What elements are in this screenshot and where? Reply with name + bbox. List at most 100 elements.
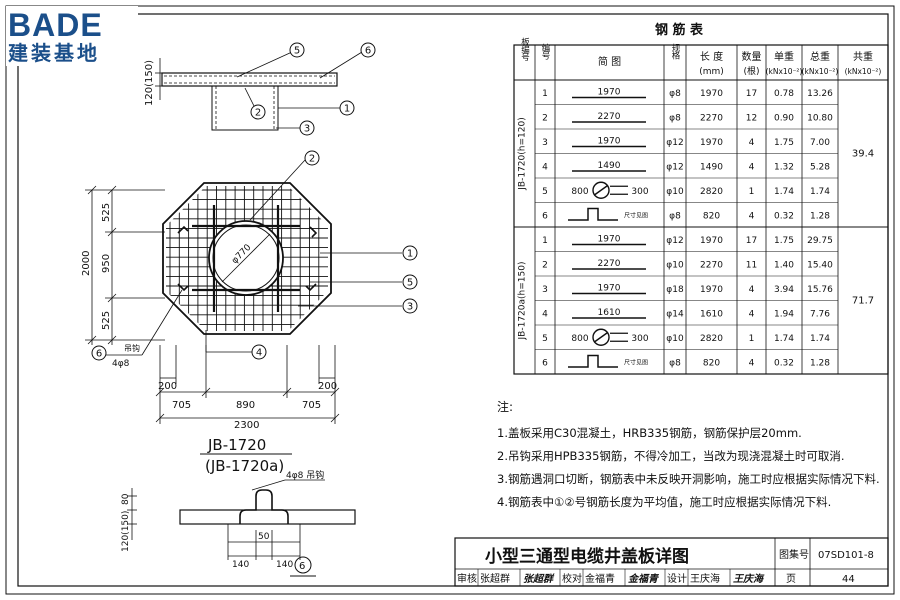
detail-w-right: 140 xyxy=(276,560,293,570)
cell-spec: φ8 xyxy=(669,211,681,221)
note-1: 1.盖板采用C30混凝土，HRB335钢筋，钢筋保护层20mm. xyxy=(497,426,802,440)
hook-1 xyxy=(177,225,189,234)
check-label: 校对 xyxy=(562,572,582,585)
detail-ref-circle xyxy=(294,556,312,574)
leader-6-top xyxy=(319,51,363,79)
cell-count: 1 xyxy=(749,187,755,197)
cell-length: 1490 xyxy=(700,162,723,172)
rebar-ring-label: 800 xyxy=(571,187,588,197)
cell-length: 1970 xyxy=(700,285,723,295)
rebar-shape: 1490 xyxy=(572,161,646,172)
note-2: 2.吊钩采用HPB335钢筋，不得冷加工，当改为现浇混凝土时可取消. xyxy=(497,449,845,463)
cell-spec: φ8 xyxy=(669,113,681,123)
cell-unit-weight: 1.32 xyxy=(774,162,794,172)
rebar-hook-shape xyxy=(568,354,618,368)
cell-no: 3 xyxy=(542,285,548,295)
cell-total-weight: 1.74 xyxy=(810,187,830,197)
detail-w-mid: 50 xyxy=(258,532,270,542)
title-block-frame xyxy=(454,537,889,587)
rebar-table: 板编号编号简 图规格长 度(mm)数量(根)单重(kNx10⁻²)总重(kNx1… xyxy=(513,37,889,375)
cell-unit-weight: 1.40 xyxy=(774,260,794,270)
plan-view: φ770 2000 525 950 xyxy=(81,159,402,475)
cell-spec: φ10 xyxy=(666,334,684,344)
hdim-tick-5 xyxy=(155,413,165,423)
rebar-shape: 1610 xyxy=(572,308,646,319)
cell-no: 6 xyxy=(542,211,548,221)
callout-circle xyxy=(360,42,376,58)
cell-total-weight: 13.26 xyxy=(807,89,833,99)
cell-unit-weight: 3.94 xyxy=(774,285,794,295)
detail-ref: 6 xyxy=(299,561,305,572)
cell-length: 1970 xyxy=(700,89,723,99)
atlas-number: 07SD101-8 xyxy=(818,550,874,561)
title-block: 小型三通型电缆井盖板详图 图集号 07SD101-8 审核 张超群 张超群 校对… xyxy=(454,537,889,587)
header-sum-weight-unit: (kNx10⁻²) xyxy=(845,67,882,76)
reviewer: 张超群 xyxy=(480,572,510,585)
slab-label: JB-1720a(h=150) xyxy=(518,262,528,341)
dim-h-mid: 950 xyxy=(101,254,112,273)
hdim-tick-3 xyxy=(282,387,292,397)
cell-unit-weight: 0.78 xyxy=(774,89,794,99)
callout-number: 6 xyxy=(365,46,371,57)
cell-spec: φ12 xyxy=(666,236,683,246)
logo-subtitle: 建装基地 xyxy=(8,41,100,65)
hdim-tick-6 xyxy=(330,413,340,423)
detail-hook-leader xyxy=(251,479,286,491)
cell-count: 4 xyxy=(749,358,755,368)
checker: 金福青 xyxy=(585,572,615,585)
slab-label: JB-1720(h=120) xyxy=(518,117,528,190)
section-thickness: 120(150) xyxy=(144,60,155,106)
section-view: 120(150) xyxy=(144,51,363,131)
cell-total-weight: 1.28 xyxy=(810,358,830,368)
cell-no: 2 xyxy=(542,113,548,123)
plan-leader-2 xyxy=(249,159,306,221)
header-sum-weight: 共重 xyxy=(853,50,873,63)
checker-signature: 金福青 xyxy=(628,573,660,585)
rebar-length-label: 1970 xyxy=(598,137,621,147)
header-spec: 规格 xyxy=(670,43,680,61)
cell-spec: φ10 xyxy=(666,187,684,197)
slab-outline xyxy=(162,182,332,335)
rebar-ring-slash xyxy=(593,331,609,343)
cell-total-weight: 5.28 xyxy=(810,162,830,172)
cell-count: 4 xyxy=(749,285,755,295)
group-sum-weight: 39.4 xyxy=(852,149,874,160)
dim-w-mid: 890 xyxy=(236,400,255,411)
detail-hook-bar xyxy=(239,489,289,524)
callout-6: 6 xyxy=(91,345,107,361)
cell-unit-weight: 0.32 xyxy=(774,211,794,221)
logo-brand: BADE xyxy=(8,7,103,43)
rebar-shape: 尺寸见图 xyxy=(568,354,648,368)
cell-no: 1 xyxy=(542,89,548,99)
cell-no: 2 xyxy=(542,260,548,270)
dim-w-left: 705 xyxy=(172,400,191,411)
cell-unit-weight: 0.90 xyxy=(774,113,794,123)
cell-count: 1 xyxy=(749,334,755,344)
header-unit-weight: 单重 xyxy=(774,50,794,63)
cell-count: 4 xyxy=(749,309,755,319)
callout-number: 6 xyxy=(96,349,102,360)
cell-count: 4 xyxy=(749,211,755,221)
rebar-ring-tails xyxy=(610,332,628,342)
notes: 注: 1.盖板采用C30混凝土，HRB335钢筋，钢筋保护层20mm. 2.吊钩… xyxy=(497,399,880,509)
callout-number: 1 xyxy=(344,104,350,115)
rebar-shape: 2270 xyxy=(572,112,646,123)
hook-leader xyxy=(141,289,183,356)
header-diagram: 简 图 xyxy=(598,55,621,68)
cell-length: 1970 xyxy=(700,138,723,148)
hdim-tick-1 xyxy=(155,387,165,397)
cell-total-weight: 15.40 xyxy=(807,260,833,270)
plan-leaders xyxy=(205,159,402,353)
cell-no: 5 xyxy=(542,187,548,197)
horizontal-dimensions xyxy=(155,345,340,424)
header-length-unit: (mm) xyxy=(699,67,724,77)
note-3: 3.钢筋遇洞口切断，钢筋表中未反映开洞影响，施工时应根据实际情况下料. xyxy=(497,472,880,486)
cell-spec: φ12 xyxy=(666,138,683,148)
rebar-hook-note: 尺寸见图 xyxy=(624,211,648,219)
